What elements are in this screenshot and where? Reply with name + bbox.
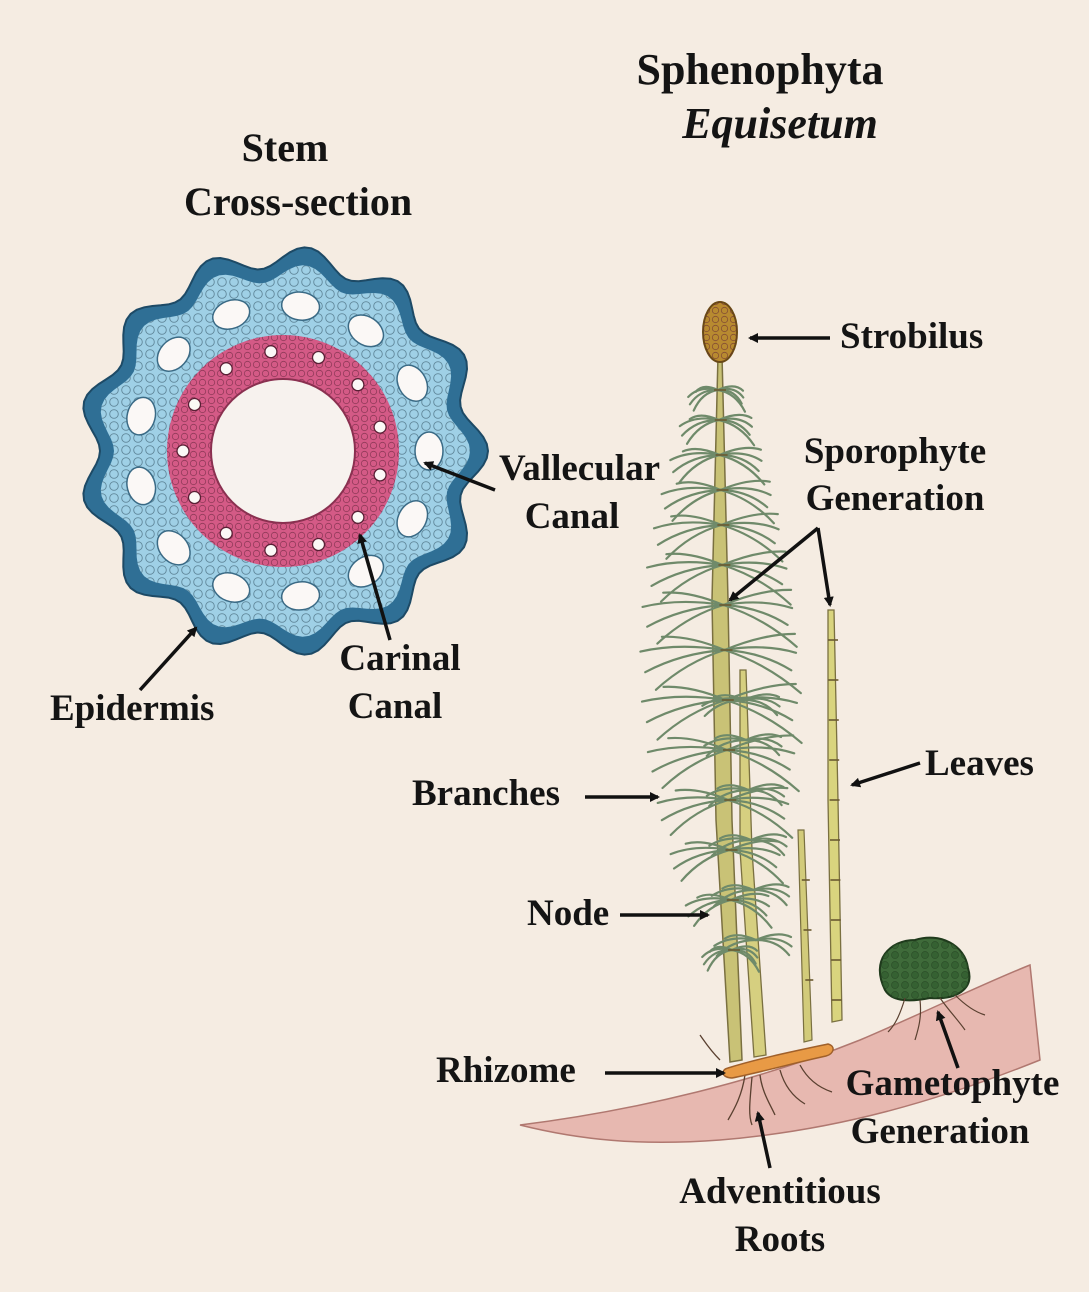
- carinal-canal: [177, 445, 189, 457]
- label-vallecular-line2: Canal: [482, 493, 662, 540]
- stem-cross-section: [83, 247, 488, 654]
- carinal-canal: [374, 421, 386, 433]
- carinal-canal: [265, 346, 277, 358]
- small-stem: [798, 830, 812, 1042]
- label-carinal-line2: Canal: [325, 683, 465, 730]
- central-canal: [211, 379, 355, 523]
- carinal-canal: [313, 352, 325, 364]
- label-vallecular-line1: Vallecular: [482, 445, 677, 492]
- carinal-canal: [374, 469, 386, 481]
- label-epidermis: Epidermis: [50, 685, 214, 732]
- branch: [679, 455, 719, 483]
- label-adventitious-line1: Adventitious: [655, 1168, 905, 1215]
- label-branches: Branches: [412, 770, 560, 817]
- label-node: Node: [527, 890, 609, 937]
- genus-title: Equisetum: [620, 98, 940, 150]
- main-title: Sphenophyta: [600, 44, 920, 96]
- carinal-canal: [189, 492, 201, 504]
- strobilus-texture: [703, 302, 737, 362]
- label-sporophyte-line1: Sporophyte: [780, 428, 1010, 475]
- branch: [694, 390, 718, 411]
- label-carinal-line1: Carinal: [325, 635, 475, 682]
- carinal-canal: [220, 527, 232, 539]
- arrow-sporophyte-b: [818, 528, 830, 605]
- label-rhizome: Rhizome: [436, 1047, 576, 1094]
- carinal-canal: [220, 363, 232, 375]
- label-adventitious-line2: Roots: [655, 1216, 905, 1263]
- carinal-canal: [313, 539, 325, 551]
- label-sporophyte-line2: Generation: [780, 475, 1010, 522]
- label-gametophyte-line2: Generation: [825, 1108, 1055, 1155]
- section-title-line1: Stem: [150, 122, 420, 174]
- section-title-line2: Cross-section: [148, 176, 448, 228]
- arrow-sporophyte-a: [730, 528, 818, 600]
- branch: [687, 420, 719, 444]
- label-leaves: Leaves: [925, 740, 1034, 787]
- label-gametophyte-line1: Gametophyte: [825, 1060, 1080, 1107]
- label-strobilus: Strobilus: [840, 313, 983, 360]
- arrow-epidermis: [140, 628, 196, 690]
- carinal-canal: [189, 399, 201, 411]
- carinal-canal: [265, 544, 277, 556]
- carinal-canal: [352, 511, 364, 523]
- carinal-canal: [352, 379, 364, 391]
- secondary-stem: [740, 670, 766, 1057]
- arrow-leaves: [852, 763, 920, 785]
